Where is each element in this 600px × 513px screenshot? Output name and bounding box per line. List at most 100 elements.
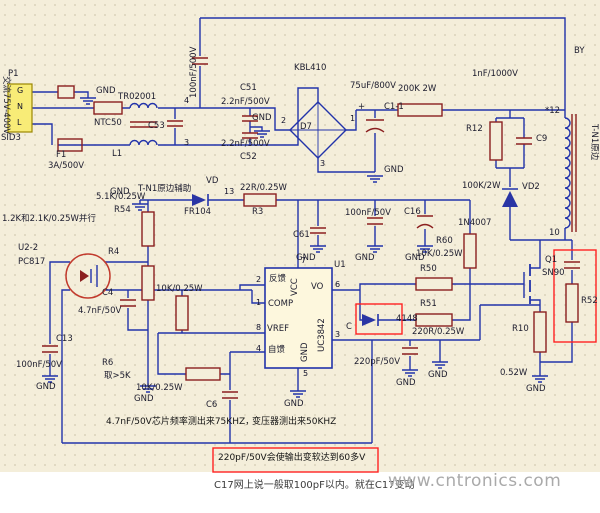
gnd-11-label: GND [396, 378, 416, 388]
f1-label: F1 [56, 150, 67, 160]
q1-value: SN90 [542, 268, 565, 278]
freq-note-1: 4.7nF/50V芯片频率测出来75KHZ， [106, 417, 255, 427]
gnd-3-label: GND [384, 165, 404, 175]
r12-label: R12 [466, 124, 483, 134]
f1-value: 3A/500V [48, 161, 85, 171]
gnd-4-label: GND [110, 187, 130, 197]
ic-zikui-label: 自馈 [268, 345, 286, 355]
ic-pin-3: 3 [335, 330, 341, 339]
d4148-diode [362, 314, 376, 326]
r10-value: 0.52W [500, 368, 528, 378]
d7-label: D7 [300, 122, 312, 132]
connector-pin-g: G [17, 86, 24, 95]
transformer-winding [564, 117, 571, 229]
c53-label: C53 [148, 121, 165, 131]
highlight-box-note [212, 447, 379, 473]
r12-value: 100K/2W [462, 181, 501, 191]
r4-note: 1.2K和2.1K/0.25W并行 [2, 214, 96, 224]
highlight-boxes [212, 249, 597, 473]
r6-note: 取>5K [104, 371, 131, 381]
ac-input-label: 交流75V-400V [1, 76, 11, 135]
r10-label: R10 [512, 324, 529, 334]
ground-symbols [42, 97, 548, 398]
c13-label: C13 [56, 334, 73, 344]
c13-value: 100nF/50V [16, 360, 62, 370]
c51-label: C51 [240, 83, 257, 93]
opto-internals [90, 265, 98, 287]
c6-label: C6 [206, 400, 218, 410]
fuse-body [57, 138, 83, 152]
c9-value: 1nF/1000V [472, 69, 518, 79]
gnd-8-label: GND [36, 382, 56, 392]
c220p-value: 220pF/50V [354, 357, 401, 367]
highlight-box-snubber [553, 249, 597, 343]
choke-label: TR02001 [118, 92, 157, 102]
caption-strip [0, 472, 600, 513]
bridge-pin-3: 3 [320, 159, 326, 168]
ic-vo-label: VO [311, 282, 324, 292]
watermark: www.cntronics.com [388, 471, 562, 491]
ic-pin-2: 2 [256, 275, 262, 284]
choke-windings [129, 102, 158, 146]
components [42, 57, 580, 399]
xfmr-pin-10: 10 [549, 228, 560, 238]
gnd-13-label: GND [526, 384, 546, 394]
r51-value: 220R/0.25W [412, 327, 465, 337]
r54-value: 5.1K/0.25W [96, 192, 146, 202]
ic-pin-8: 8 [256, 323, 262, 332]
vd2-label: VD2 [522, 182, 540, 192]
r54-label: R54 [114, 205, 131, 215]
r3-label: R3 [252, 207, 264, 217]
xfmr-pin-12: *12 [545, 106, 561, 116]
ic-gnd-label: GND [300, 342, 310, 363]
capacitor-plates [42, 57, 580, 399]
opto-value: PC817 [18, 257, 46, 267]
diode-bars [207, 188, 518, 326]
c52-label: C52 [240, 152, 257, 162]
c4-label: C4 [102, 288, 114, 298]
gnd-2-label: GND [252, 113, 272, 123]
r51-label: R51 [420, 299, 437, 309]
gnd-12-label: GND [428, 370, 448, 380]
opto-label: U2-2 [18, 243, 39, 253]
bottom-caption: C17网上说一般取100pF以内。就在C17变动 [214, 480, 415, 491]
highlight-note: 220pF/50V会使输出变软达到60多V [218, 453, 366, 463]
c-node-label: C [346, 322, 352, 332]
c51-value: 2.2nF/500V [221, 97, 270, 107]
transformer-core [130, 114, 577, 232]
p1-connector-body [7, 83, 33, 133]
cvcc-value: 100nF/50V [345, 208, 391, 218]
freq-note-2: 变压器测出来50KHZ [252, 417, 337, 427]
choke-pin-4: 4 [184, 96, 190, 105]
c61-label: C61 [293, 230, 310, 240]
ic-vcc-label: VCC [290, 278, 300, 296]
ic-vref-label: VREF [267, 324, 289, 334]
electrolytic-curves [365, 127, 434, 229]
by-label: BY [574, 46, 585, 56]
ic-fb-label: 反馈 [269, 274, 287, 284]
c11-plus: + [358, 102, 366, 112]
p1-label: P1 [8, 69, 19, 79]
gnd-6-label: GND [355, 253, 375, 263]
connector-pin-n: N [17, 102, 23, 111]
u1-label: U1 [334, 260, 346, 270]
r52-label: R52 [581, 296, 598, 306]
r6-label: R6 [102, 358, 114, 368]
bridge-label: KBL410 [294, 63, 327, 73]
gnd-9-label: GND [134, 394, 154, 404]
l1-label: L1 [112, 149, 123, 159]
r3-value: 22R/0.25W [240, 183, 287, 193]
ic-part-number: UC3842 [317, 318, 327, 352]
ic-pin-7: 7 [301, 256, 307, 265]
sid3-label: SID3 [1, 133, 21, 143]
uc3842-ic-body [264, 267, 333, 369]
c52-value: 2.2nF/500V [221, 139, 270, 149]
d4148-label: 4148 [396, 314, 418, 324]
vd2-diode [502, 191, 518, 207]
wiring [32, 17, 573, 444]
r60-label: R60 [436, 236, 453, 246]
opto-led [80, 270, 89, 282]
q1-label: Q1 [545, 255, 558, 265]
